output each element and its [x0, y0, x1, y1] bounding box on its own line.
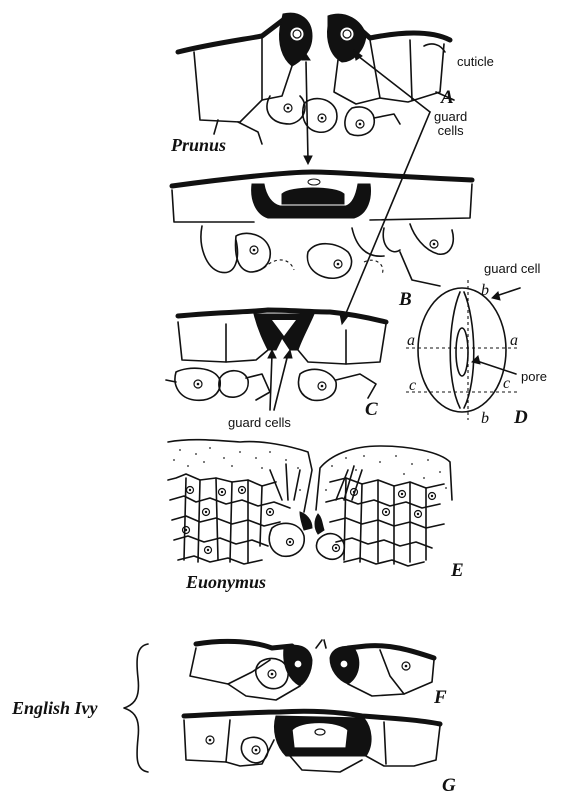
- cuticle-label: cuticle: [457, 55, 494, 68]
- panel-g-letter: G: [442, 776, 456, 795]
- english-ivy-label: English Ivy: [12, 699, 98, 717]
- guard-cells-label-top: guard cells: [434, 110, 467, 139]
- section-line-b-top: b: [481, 283, 489, 299]
- english-ivy-brace: [124, 644, 148, 772]
- guard-cell-pointers-bottom: [268, 350, 292, 410]
- panel-e-letter: E: [451, 561, 464, 580]
- section-line-a-right: a: [510, 333, 518, 349]
- pore-label: pore: [521, 370, 547, 383]
- panel-d-drawing: [406, 280, 520, 420]
- euonymus-label: Euonymus: [186, 573, 266, 591]
- panel-f-letter: F: [434, 688, 447, 707]
- panel-a-letter: A: [441, 88, 454, 107]
- section-line-c-left: c: [409, 378, 416, 394]
- panel-c-drawing: [166, 310, 386, 400]
- guard-cells-label-bottom: guard cells: [228, 416, 291, 429]
- panel-a-drawing: [178, 13, 454, 144]
- section-line-a-left: a: [407, 333, 415, 349]
- section-line-b-bottom: b: [481, 411, 489, 427]
- panel-e-drawing: [168, 440, 452, 566]
- prunus-label: Prunus: [171, 136, 226, 154]
- panel-g-drawing: [184, 711, 440, 772]
- section-line-c-right: c: [503, 376, 510, 392]
- cuticle-pointer: [424, 44, 445, 52]
- panel-f-drawing: [190, 640, 434, 700]
- panel-b-drawing: [172, 172, 472, 286]
- guard-cell-label: guard cell: [484, 262, 540, 275]
- panel-d-letter: D: [514, 408, 528, 427]
- panel-b-letter: B: [399, 290, 412, 309]
- panel-c-letter: C: [365, 400, 378, 419]
